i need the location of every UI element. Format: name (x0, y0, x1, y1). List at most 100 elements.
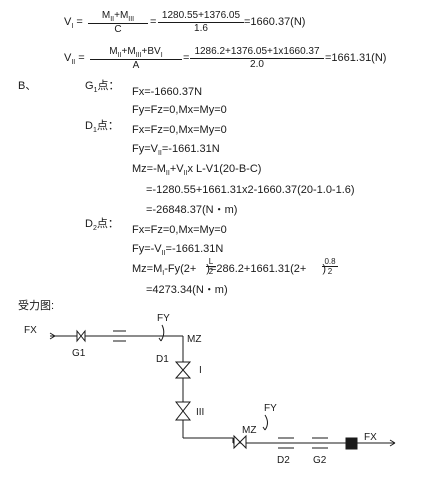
d2-line2-b: =-1661.31N (165, 243, 224, 255)
v1-values-num: 1280.55+1376.05 (158, 10, 244, 23)
d1-line-2: Fy=VII=-1661.31N (132, 143, 220, 157)
v2-result: =1661.31(N) (325, 52, 387, 64)
v1-numerator: MII+MIII (88, 10, 148, 24)
v1-result: =1660.37(N) (244, 16, 306, 28)
label-fy-bottom: FY (264, 403, 277, 414)
v2-num-plus2: +BV (141, 46, 161, 57)
d2-line2-a: Fy=-V (132, 243, 162, 255)
d2-line3-sub: I (162, 270, 165, 277)
d2-frac2-num: 0.8 (322, 257, 338, 267)
fixed-end-icon (345, 437, 358, 450)
label-g2: G2 (313, 455, 327, 466)
label-g1: G1 (72, 348, 86, 359)
fx-left-arrowhead-b (49, 335, 56, 340)
valve-i-icon (174, 361, 192, 379)
v2-num-b-sub: III (135, 52, 142, 59)
g1-label: G (85, 80, 94, 92)
formula-v2-fraction: MII+MIII+BVI A (90, 46, 182, 72)
v2-denominator: A (132, 60, 140, 71)
d1-line3-sub1: II (165, 170, 170, 177)
v2-eq: = (183, 52, 190, 64)
label-d1: D1 (156, 354, 169, 365)
d1-line-5: =-26848.37(N・m) (146, 204, 238, 216)
d2-line2-sub: II (161, 250, 166, 257)
v2-num-c-sub: I (160, 52, 163, 59)
diagram-heading: 受力图: (18, 300, 55, 312)
v1-denominator: C (114, 24, 122, 35)
label-fx-left: FX (24, 325, 37, 336)
d2-frac-l-over-2: L 2 (206, 257, 216, 276)
formula-v1: VI = (64, 16, 83, 30)
d2-line-1: Fx=Fz=0,Mx=My=0 (132, 224, 227, 236)
v1-num-plus: +M (114, 10, 129, 21)
label-seg-iii: III (196, 407, 204, 418)
label-fy-top: FY (157, 313, 170, 324)
g1-line-2: Fy=Fz=0,Mx=My=0 (132, 104, 227, 116)
v2-values-den: 2.0 (250, 59, 264, 70)
d2-label: D (85, 218, 93, 230)
v1-eq: = (150, 16, 157, 28)
d2-line3-a: Mz=M (132, 263, 163, 275)
d1-line2-a: Fy=V (132, 143, 158, 155)
d2-line3-c: )=286.2+1661.31(2+ (206, 263, 307, 275)
formula-v1-values: 1280.55+1376.05 1.6 (158, 10, 244, 35)
g1-label-suffix: 点： (97, 80, 120, 92)
v1-num-a: M (101, 10, 111, 21)
v2-numerator: MII+MIII+BVI (90, 46, 182, 60)
d1-line-1: Fx=Fz=0,Mx=My=0 (132, 124, 227, 136)
fy-bottom-curve (264, 414, 268, 431)
g1-support-icon (76, 329, 86, 343)
formula-v1-fraction: MII+MIII C (88, 10, 148, 36)
v2-num-a-sub: II (117, 52, 122, 59)
d1-label: D (85, 120, 93, 132)
label-fx-right: FX (364, 432, 377, 443)
d2-support-icon (233, 434, 247, 450)
d2-line3-d: ) (322, 263, 326, 275)
label-mz-top: MZ (187, 334, 201, 345)
v1-lhs: V (64, 16, 72, 28)
d1-line3-a: Mz=-M (132, 163, 166, 175)
d2-point-label: D2点： (85, 218, 119, 232)
label-mz-bottom: MZ (242, 425, 256, 436)
label-seg-i: I (199, 365, 202, 376)
v1-num-a-sub: II (110, 16, 115, 23)
fx-right-arrowhead-b (389, 442, 396, 447)
d1-line-3: Mz=-MII+VIIx L-V1(20-B-C) (132, 163, 261, 177)
v1-lhs-sub: I (71, 23, 74, 30)
v2-lhs-sub: II (71, 59, 76, 66)
label-d2: D2 (277, 455, 290, 466)
g1-line-1: Fx=-1660.37N (132, 86, 203, 98)
d1-point-label: D1点： (85, 120, 119, 134)
d2-line-4: =4273.34(N・m) (146, 284, 228, 296)
v2-values-num: 1286.2+1376.05+1x1660.37 (190, 46, 324, 59)
d1-line3-sub2: II (183, 170, 188, 177)
d1-line2-sub: II (157, 150, 162, 157)
v2-lhs: V (64, 52, 72, 64)
fy-top-head (158, 337, 162, 342)
formula-v2-values: 1286.2+1376.05+1x1660.37 2.0 (190, 46, 324, 71)
v1-values-den: 1.6 (194, 23, 208, 34)
d2-label-suffix: 点： (96, 218, 119, 230)
fx-left-arrowhead-a (49, 332, 56, 337)
g1-point-label: G1点： (85, 80, 119, 94)
d2-frac1-den: 2 (208, 267, 214, 276)
d2-frac2-den: 2 (327, 267, 333, 276)
v2-num-plus: +M (121, 46, 136, 57)
d1-label-suffix: 点： (96, 120, 119, 132)
v1-num-b-sub: III (128, 16, 135, 23)
d2-frac1-num: L (206, 257, 216, 267)
g1-label-sub: 1 (93, 87, 98, 94)
d2-label-sub: 2 (92, 225, 97, 232)
d2-line-2: Fy=-VII=-1661.31N (132, 243, 223, 257)
valve-iii-icon (174, 401, 192, 421)
fx-right-arrowhead-a (389, 439, 396, 444)
v2-num-a: M (109, 46, 118, 57)
section-b-label: B、 (18, 80, 37, 92)
formula-v2: VII = (64, 52, 85, 66)
d1-line3-b: +V (169, 163, 184, 175)
d1-line3-c: x L-V1(20-B-C) (187, 163, 262, 175)
d1-label-sub: 1 (92, 127, 97, 134)
d2-line-3: Mz=MI-Fy(2+)=286.2+1661.31(2+) (132, 263, 326, 277)
d1-line-4: =-1280.55+1661.31x2-1660.37(20-1.0-1.6) (146, 184, 355, 196)
